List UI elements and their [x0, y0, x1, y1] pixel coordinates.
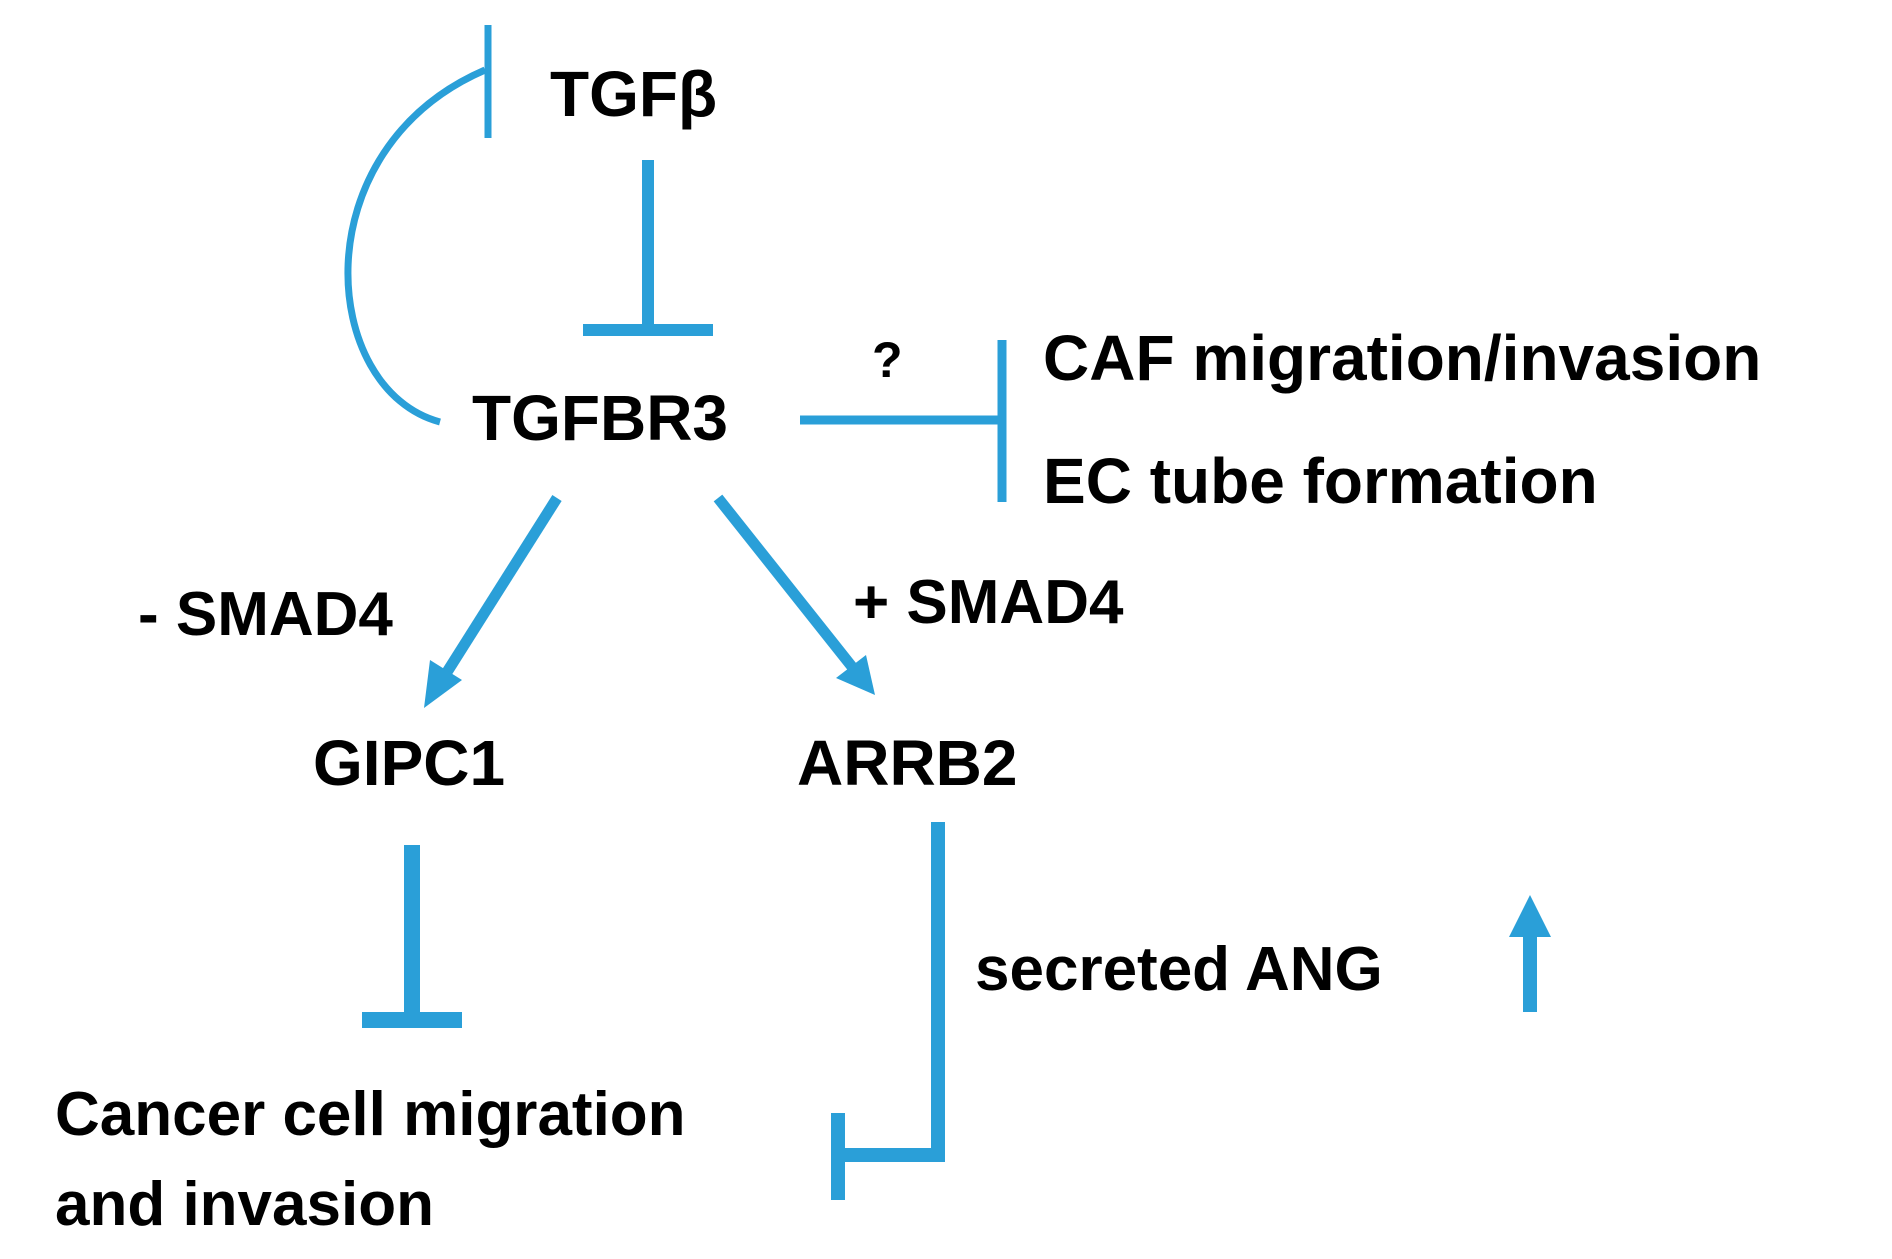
edge-gipc1-inhibits-cancer [362, 845, 462, 1028]
edge-tgfbr3-inhibits-tgfb [344, 25, 492, 426]
label-secreted-ang: secreted ANG [975, 935, 1383, 1004]
node-tgfbr3: TGFBR3 [472, 382, 728, 454]
node-caf: CAF migration/invasion [1043, 322, 1761, 394]
up-arrow-icon [1509, 895, 1551, 1012]
node-arrb2: ARRB2 [797, 727, 1017, 799]
edge-tgfb-inhibits-tgfbr3 [583, 160, 713, 336]
edge-tgfbr3-activates-gipc1 [424, 495, 562, 708]
label-minus-smad4: - SMAD4 [138, 580, 393, 649]
node-ec: EC tube formation [1043, 445, 1598, 517]
edge-tgfbr3-activates-arrb2 [713, 494, 875, 695]
question-mark: ? [872, 332, 903, 388]
node-tgfb: TGFβ [550, 58, 717, 130]
label-plus-smad4: + SMAD4 [853, 568, 1124, 637]
edge-tgfbr3-inhibits-caf-ec [800, 340, 1007, 502]
node-gipc1: GIPC1 [313, 727, 505, 799]
edge-arrb2-inhibits-cancer [831, 822, 945, 1200]
node-cancer-line2: and invasion [55, 1170, 434, 1239]
node-cancer-line1: Cancer cell migration [55, 1080, 686, 1149]
